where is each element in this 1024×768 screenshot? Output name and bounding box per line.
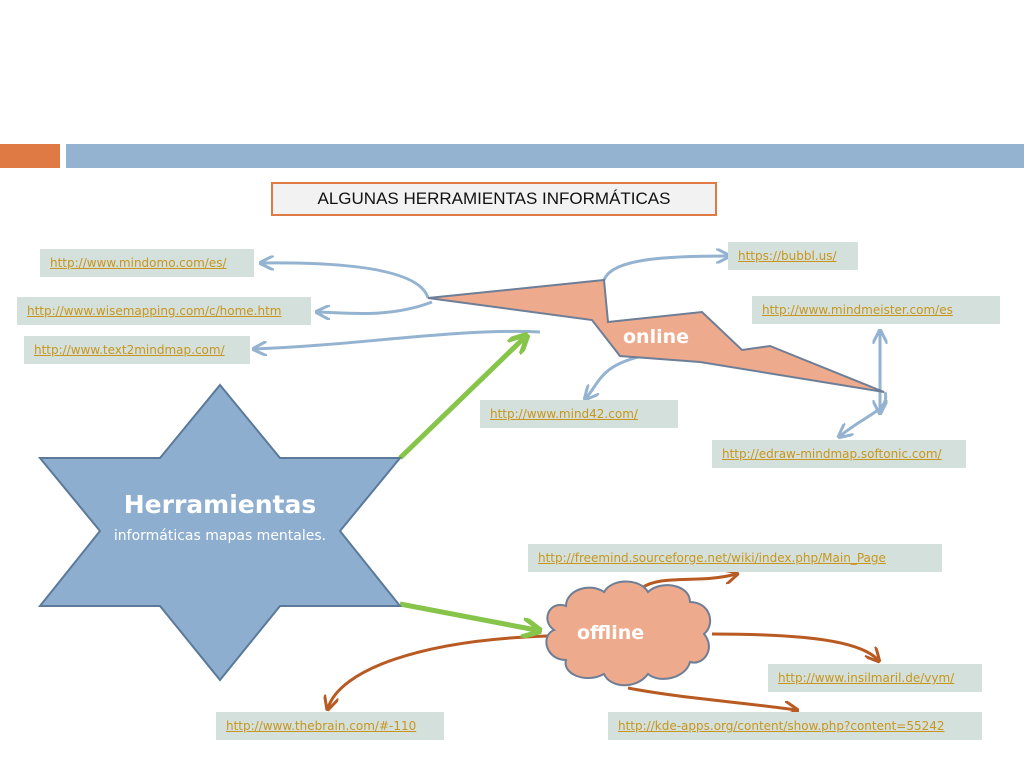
connector-vym xyxy=(711,632,878,660)
link-mindomo[interactable]: http://www.mindomo.com/es/ xyxy=(40,249,254,277)
link-freemind[interactable]: http://freemind.sourceforge.net/wiki/ind… xyxy=(528,544,942,572)
link-mindmeister[interactable]: http://www.mindmeister.com/es xyxy=(752,296,1000,324)
connector-bubbl xyxy=(602,256,728,281)
connector-freemind xyxy=(641,574,736,590)
link-kde[interactable]: http://kde-apps.org/content/show.php?con… xyxy=(608,712,982,740)
connector-text2mindmap xyxy=(255,329,541,349)
connector-wisemapping xyxy=(318,300,433,314)
link-wisemapping[interactable]: http://www.wisemapping.com/c/home.htm xyxy=(17,297,311,325)
arrow-to-offline xyxy=(399,601,536,630)
central-node-title: Herramientas xyxy=(123,490,317,519)
link-text2mindmap[interactable]: http://www.text2mindmap.com/ xyxy=(24,336,250,364)
offline-cloud xyxy=(545,580,712,687)
page-title: ALGUNAS HERRAMIENTAS INFORMÁTICAS xyxy=(271,182,717,216)
header-bar xyxy=(66,144,1024,168)
link-bubbl[interactable]: https://bubbl.us/ xyxy=(728,242,858,270)
header-accent-bar xyxy=(0,144,60,168)
online-label: online xyxy=(623,326,690,348)
central-star xyxy=(37,383,403,682)
connector-mindomo xyxy=(262,263,430,299)
central-node-subtitle: informáticas mapas mentales. xyxy=(113,528,327,544)
arrow-to-online xyxy=(398,338,524,460)
online-shape xyxy=(427,278,885,393)
connector-kde xyxy=(627,686,796,710)
link-vym[interactable]: http://www.insilmaril.de/vym/ xyxy=(768,664,982,692)
offline-label: offline xyxy=(577,622,645,644)
link-edraw[interactable]: http://edraw-mindmap.softonic.com/ xyxy=(712,440,966,468)
central-node-label: Herramientas informáticas mapas mentales… xyxy=(100,490,340,547)
connector-mind42 xyxy=(586,354,643,398)
connector-edraw xyxy=(840,391,888,436)
link-mind42[interactable]: http://www.mind42.com/ xyxy=(480,400,678,428)
link-thebrain[interactable]: http://www.thebrain.com/#-110 xyxy=(216,712,444,740)
connector-thebrain xyxy=(328,634,549,708)
